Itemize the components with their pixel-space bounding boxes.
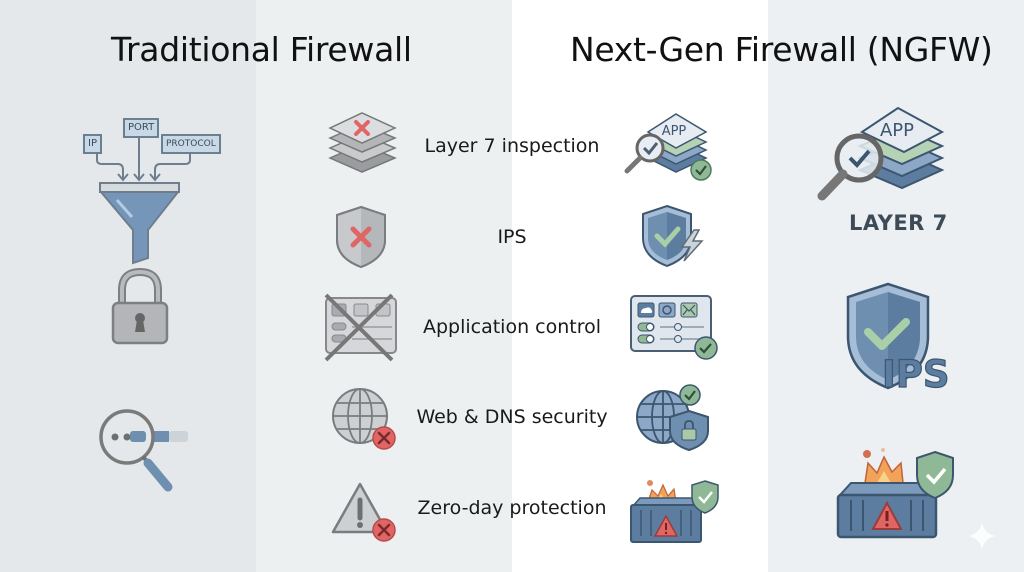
globe-shield-supported-icon	[636, 384, 709, 452]
padlock-icon	[111, 267, 169, 345]
port-input-label: PORT	[123, 118, 160, 138]
layers-unsupported-icon	[328, 112, 397, 173]
app-text: APP	[662, 124, 687, 139]
app-control-supported-icon	[630, 295, 718, 360]
app-control-unsupported-icon	[324, 293, 397, 362]
layer7-large-icon: APP	[817, 106, 945, 201]
x-badge-icon	[372, 426, 396, 450]
traditional-features-bg	[256, 0, 512, 572]
shield-unsupported-icon	[336, 205, 386, 269]
ngfw-title: Next-Gen Firewall (NGFW)	[570, 30, 993, 69]
feature-label-zero-day: Zero-day protection	[417, 497, 607, 519]
feature-label-layer7: Layer 7 inspection	[424, 135, 600, 157]
globe-unsupported-icon	[332, 388, 396, 450]
traditional-firewall-title: Traditional Firewall	[111, 30, 412, 69]
layer7-caption: LAYER 7	[849, 211, 948, 235]
cross-out-icon	[324, 293, 394, 362]
arrows-icon	[96, 138, 191, 182]
funnel-lock-graphic	[96, 138, 191, 345]
magnifier-search-icon	[99, 409, 188, 492]
warning-unsupported-icon	[331, 482, 396, 542]
shield-bolt-supported-icon	[642, 204, 704, 268]
funnel-icon	[98, 182, 181, 265]
x-badge-icon	[372, 518, 396, 542]
app-text: APP	[880, 120, 914, 141]
zero-day-supported-icon	[630, 480, 719, 543]
feature-label-ips: IPS	[497, 226, 527, 248]
ips-text: IPS	[882, 353, 950, 392]
feature-label-app-control: Application control	[422, 316, 602, 338]
traditional-panel-bg	[0, 0, 256, 572]
ip-input-label: IP	[83, 134, 102, 154]
layers-supported-icon: APP	[624, 113, 712, 181]
ips-large-icon: IPS	[846, 282, 950, 392]
feature-label-web-dns: Web & DNS security	[416, 406, 608, 428]
x-mark-icon	[354, 120, 370, 136]
sparkle-watermark-icon	[968, 522, 996, 550]
zero-day-large-icon	[836, 448, 954, 539]
x-mark-icon	[350, 226, 372, 248]
ngfw-features-bg	[512, 0, 768, 572]
